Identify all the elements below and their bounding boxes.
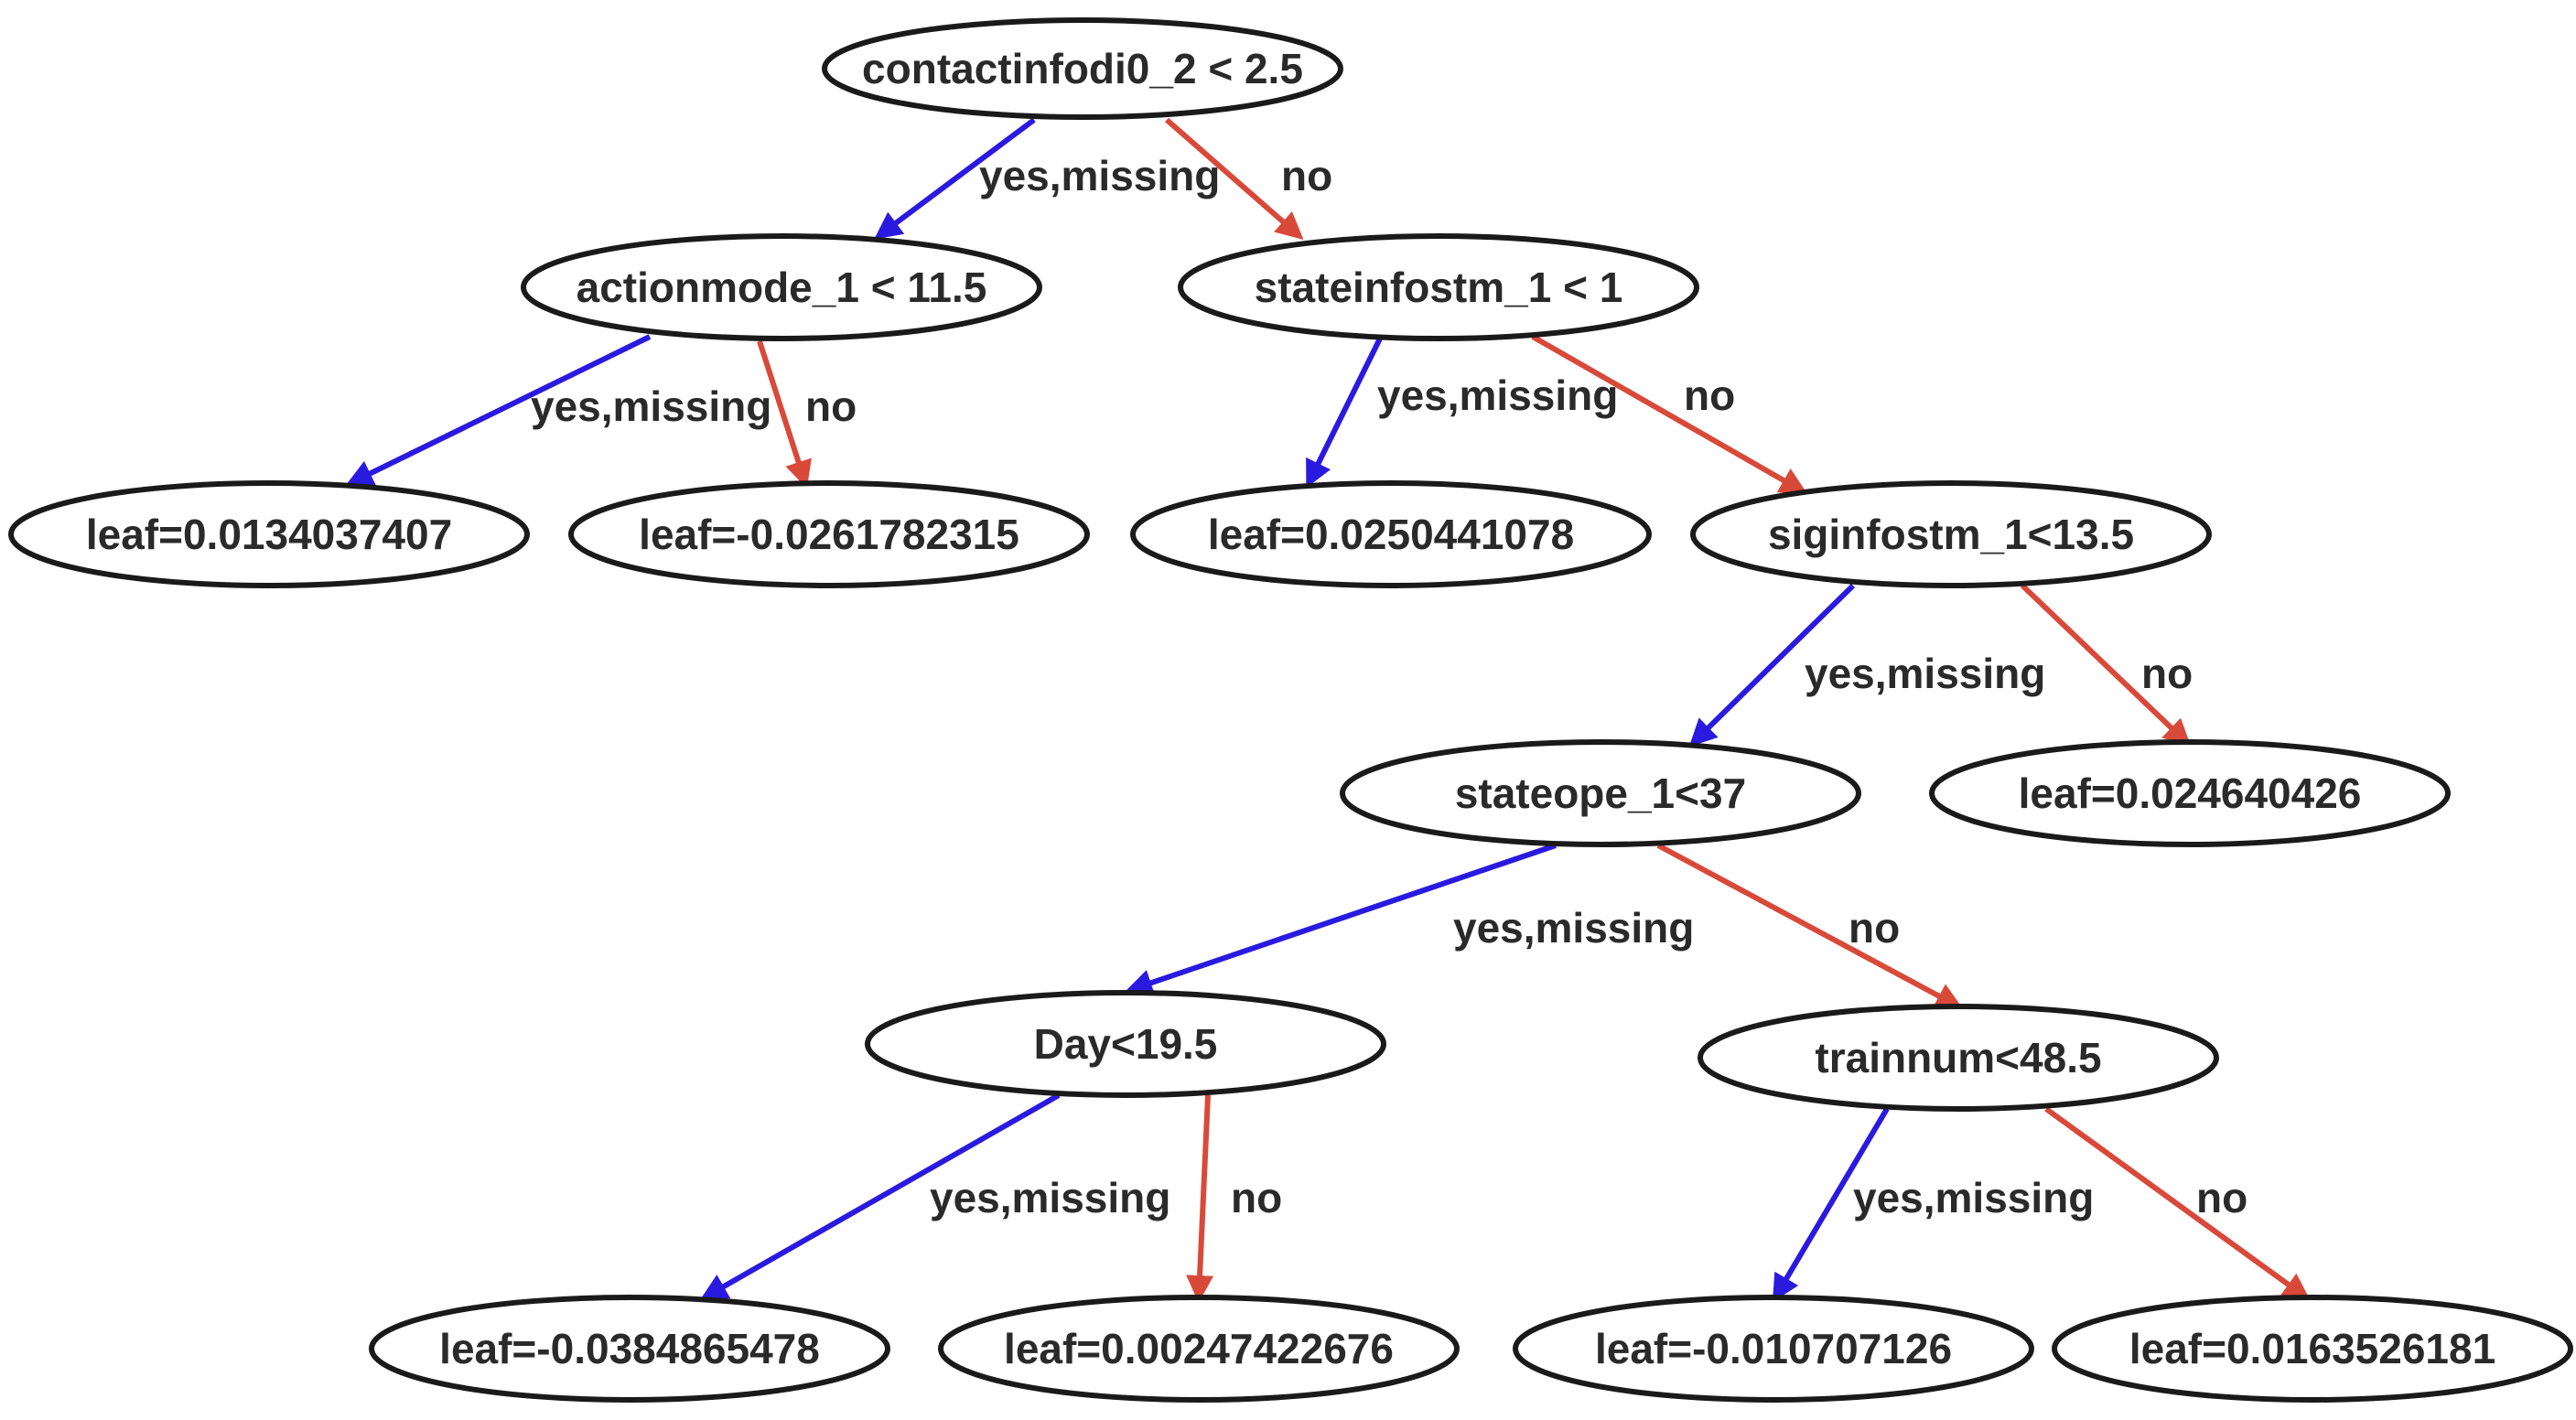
edge-no-n9-n12 — [1186, 1094, 1214, 1303]
split-node-n9: Day<19.5 — [865, 990, 1386, 1098]
edge-yes-n10-n13 — [1772, 1107, 1890, 1303]
leaf-node-n8: leaf=0.024640426 — [1929, 739, 2451, 847]
node-ellipse — [1513, 1295, 2034, 1403]
edge-label-n10-n13: yes,missing — [1853, 1174, 2094, 1221]
edge-label-n6-n8: no — [2141, 650, 2193, 697]
node-ellipse — [1690, 480, 2212, 588]
edge-label-n0-n1: yes,missing — [979, 152, 1220, 199]
leaf-node-n14: leaf=0.0163526181 — [2052, 1295, 2573, 1403]
edge-label-n6-n7: yes,missing — [1805, 650, 2045, 697]
node-label: leaf=-0.0261782315 — [639, 511, 1019, 558]
leaf-node-n13: leaf=-0.010707126 — [1513, 1295, 2034, 1403]
node-label: actionmode_1 < 11.5 — [577, 264, 987, 311]
split-node-n10: trainnum<48.5 — [1698, 1004, 2219, 1112]
leaf-node-n12: leaf=0.00247422676 — [938, 1295, 1460, 1403]
node-ellipse — [8, 480, 530, 588]
node-ellipse — [1929, 739, 2451, 847]
node-ellipse — [822, 17, 1343, 120]
node-label: leaf=-0.0384865478 — [439, 1325, 820, 1372]
node-ellipse — [568, 480, 1090, 588]
node-label: leaf=0.0134037407 — [86, 511, 452, 558]
node-label: leaf=0.0250441078 — [1208, 511, 1574, 558]
node-ellipse — [1178, 233, 1699, 341]
node-ellipse — [369, 1295, 890, 1403]
edge-no-n10-n14 — [2044, 1106, 2311, 1301]
node-label: contactinfodi0_2 < 2.5 — [862, 45, 1303, 92]
edge-no-n2-n6 — [1531, 334, 1808, 494]
nodes-layer: contactinfodi0_2 < 2.5 actionmode_1 < 11.… — [8, 17, 2573, 1403]
edge-yes-n7-n9 — [1125, 843, 1557, 996]
edge-yes-n9-n11 — [699, 1092, 1061, 1300]
node-ellipse — [938, 1295, 1460, 1403]
split-node-n2: stateinfostm_1 < 1 — [1178, 233, 1699, 341]
edge-no-n6-n8 — [2020, 583, 2192, 748]
split-node-n7: stateope_1<37 — [1340, 739, 1861, 847]
edge-yes-n1-n3 — [345, 334, 652, 486]
edge-no-n1-n4 — [757, 340, 812, 489]
edge-no-n7-n10 — [1656, 843, 1964, 1009]
node-ellipse — [2052, 1295, 2573, 1403]
node-label: leaf=-0.010707126 — [1595, 1325, 1952, 1372]
edge-yes-n0-n1 — [874, 117, 1036, 240]
edge-yes-n2-n5 — [1306, 337, 1383, 489]
leaf-node-n5: leaf=0.0250441078 — [1130, 480, 1652, 588]
edge-no-n0-n2 — [1165, 117, 1304, 240]
leaf-node-n4: leaf=-0.0261782315 — [568, 480, 1090, 588]
node-ellipse — [521, 233, 1042, 341]
split-node-n1: actionmode_1 < 11.5 — [521, 233, 1042, 341]
node-ellipse — [1698, 1004, 2219, 1112]
node-ellipse — [1130, 480, 1652, 588]
edge-label-n7-n9: yes,missing — [1453, 904, 1694, 952]
edge-label-n0-n2: no — [1281, 152, 1332, 199]
split-node-n0: contactinfodi0_2 < 2.5 — [822, 17, 1343, 120]
node-ellipse — [1340, 739, 1861, 847]
node-label: stateope_1<37 — [1455, 769, 1746, 817]
node-label: siginfostm_1<13.5 — [1768, 511, 2134, 558]
leaf-node-n11: leaf=-0.0384865478 — [369, 1295, 890, 1403]
node-label: leaf=0.0163526181 — [2129, 1325, 2495, 1372]
edge-yes-n6-n7 — [1688, 583, 1856, 748]
edge-label-n7-n10: no — [1848, 904, 1900, 952]
node-label: trainnum<48.5 — [1815, 1034, 2101, 1081]
edge-label-n9-n11: yes,missing — [930, 1174, 1170, 1221]
edge-label-n1-n4: no — [805, 382, 857, 430]
leaf-node-n3: leaf=0.0134037407 — [8, 480, 530, 588]
node-label: Day<19.5 — [1034, 1020, 1218, 1068]
edge-label-n2-n6: no — [1684, 371, 1735, 419]
node-label: stateinfostm_1 < 1 — [1255, 264, 1623, 311]
edge-label-n1-n3: yes,missing — [531, 382, 771, 430]
edge-label-n2-n5: yes,missing — [1377, 371, 1618, 419]
edge-label-n9-n12: no — [1231, 1174, 1282, 1221]
node-ellipse — [865, 990, 1386, 1098]
node-label: leaf=0.00247422676 — [1004, 1325, 1394, 1372]
edge-label-n10-n14: no — [2196, 1174, 2247, 1221]
node-label: leaf=0.024640426 — [2019, 769, 2362, 817]
split-node-n6: siginfostm_1<13.5 — [1690, 480, 2212, 588]
